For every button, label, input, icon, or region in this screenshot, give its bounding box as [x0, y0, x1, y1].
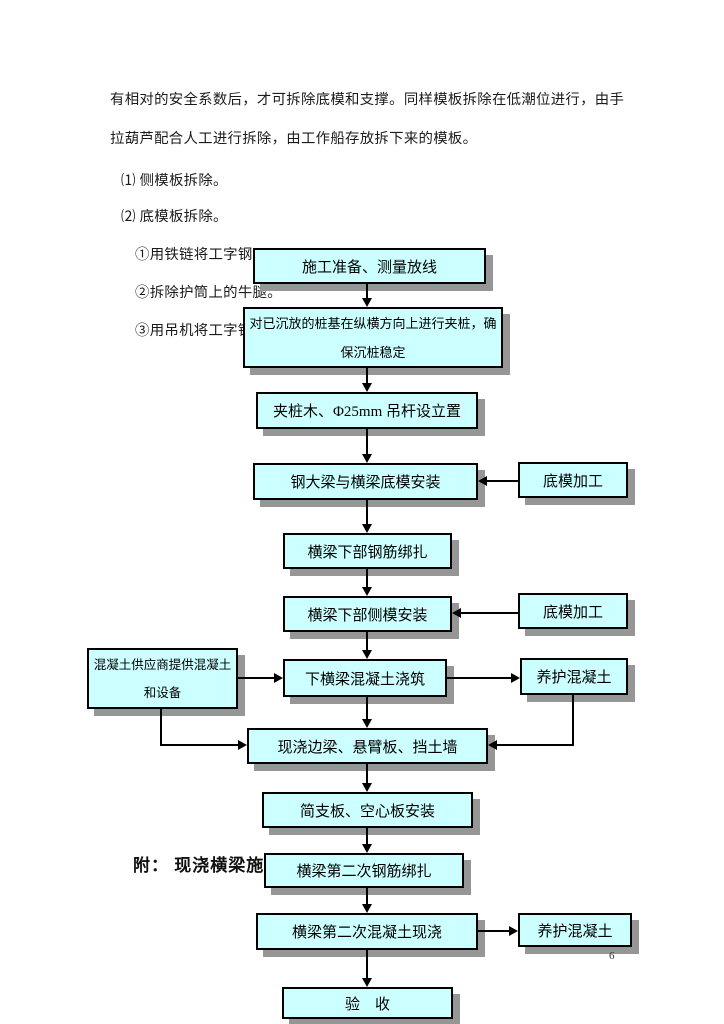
arrow-left-icon — [452, 608, 461, 618]
flow-side-label: 混凝土供应商提供混凝土 和设备 — [93, 657, 232, 700]
connector-line — [366, 950, 368, 978]
flow-step-label: 验 收 — [344, 996, 390, 1013]
connector-line — [366, 569, 368, 587]
flow-step-label: 夹桩木、Φ25mm 吊杆设立置 — [272, 404, 462, 420]
arrow-down-icon — [362, 844, 372, 853]
flow-step-label: 现浇边梁、悬臂板、挡土墙 — [277, 739, 458, 756]
note-item-3: ③用吊机将工字钢 — [135, 323, 253, 339]
list-item-1: ⑴ 侧模板拆除。 — [121, 173, 228, 189]
flow-side-concrete-supplier: 混凝土供应商提供混凝土 和设备 — [87, 648, 238, 709]
arrow-down-icon — [362, 454, 372, 463]
connector-line — [497, 744, 573, 746]
arrow-right-icon — [511, 673, 520, 683]
arrow-down-icon — [362, 978, 372, 987]
connector-line — [478, 930, 509, 932]
connector-line — [366, 828, 368, 844]
connector-line — [366, 632, 368, 650]
paragraph-line-1: 有相对的安全系数后，才可拆除底模和支撑。同样模板拆除在低潮位进行，由手 — [110, 92, 625, 108]
connector-line — [447, 677, 511, 679]
connector-line — [160, 744, 238, 746]
arrow-down-icon — [362, 524, 372, 533]
connector-line — [366, 888, 368, 904]
flow-step-pile-clamping: 对已沉放的桩基在纵横方向上进行夹桩，确 保沉桩稳定 — [243, 307, 503, 368]
arrow-down-icon — [362, 650, 372, 659]
arrow-right-icon — [274, 673, 283, 683]
flow-step-label: 横梁第二次混凝土现浇 — [291, 925, 442, 941]
connector-line — [366, 764, 368, 783]
arrow-down-icon — [362, 383, 372, 392]
flow-step-label: 简支板、空心板安装 — [299, 803, 435, 820]
flow-side-curing-2: 养护混凝土 — [518, 913, 632, 947]
flow-step-label: 横梁下部侧模安装 — [307, 607, 428, 624]
flow-side-form-fabrication-2: 底模加工 — [518, 593, 628, 629]
arrow-right-icon — [509, 926, 518, 936]
connector-line — [366, 284, 368, 298]
paragraph-line-2: 拉葫芦配合人工进行拆除，由工作船存放拆下来的模板。 — [110, 131, 478, 147]
flow-side-label: 底模加工 — [542, 604, 603, 621]
connector-line — [366, 697, 368, 719]
flow-step-label: 下横梁混凝土浇筑 — [304, 671, 425, 688]
flow-step-hanger-setup: 夹桩木、Φ25mm 吊杆设立置 — [256, 392, 478, 429]
arrow-down-icon — [362, 587, 372, 596]
flow-step-label: 对已沉放的桩基在纵横方向上进行夹桩，确 保沉桩稳定 — [249, 315, 497, 360]
connector-line — [487, 480, 518, 482]
flow-step-label: 横梁第二次钢筋绑扎 — [296, 864, 432, 880]
connector-line — [366, 429, 368, 454]
flow-step-second-pour: 横梁第二次混凝土现浇 — [256, 913, 478, 950]
flow-step-label: 钢大梁与横梁底模安装 — [290, 475, 441, 491]
flow-step-cast-edge-beam: 现浇边梁、悬臂板、挡土墙 — [247, 728, 488, 764]
list-item-2: ⑵ 底模板拆除。 — [121, 209, 228, 225]
connector-line — [572, 695, 574, 746]
attachment-heading: 附： 现浇横梁施 — [133, 856, 265, 875]
flow-side-label: 养护混凝土 — [537, 923, 613, 940]
arrow-left-icon — [488, 740, 497, 750]
connector-line — [366, 500, 368, 524]
flow-side-curing-1: 养护混凝土 — [520, 658, 628, 695]
connector-line — [238, 677, 274, 679]
arrow-down-icon — [362, 298, 372, 307]
flow-step-second-rebar: 横梁第二次钢筋绑扎 — [264, 853, 464, 888]
arrow-left-icon — [478, 476, 487, 486]
flow-step-label: 横梁下部钢筋绑扎 — [307, 544, 428, 561]
arrow-down-icon — [362, 904, 372, 913]
note-item-1: ①用铁链将工字钢 — [135, 247, 253, 263]
flow-side-label: 养护混凝土 — [536, 670, 612, 686]
flow-step-preparation: 施工准备、测量放线 — [253, 248, 486, 284]
note-item-2: ②拆除护筒上的牛腿。 — [135, 285, 282, 301]
arrow-down-icon — [362, 783, 372, 792]
connector-line — [366, 368, 368, 383]
flow-step-concrete-pour: 下横梁混凝土浇筑 — [283, 659, 447, 697]
flow-step-bottom-form-install: 钢大梁与横梁底模安装 — [253, 463, 478, 500]
connector-line — [461, 612, 518, 614]
flow-step-slab-install: 简支板、空心板安装 — [262, 792, 473, 828]
flow-side-label: 底模加工 — [542, 473, 603, 490]
flow-step-side-form-install: 横梁下部侧模安装 — [283, 596, 452, 632]
page-number: 6 — [609, 950, 615, 962]
flow-side-form-fabrication-1: 底模加工 — [518, 462, 628, 498]
arrow-right-icon — [238, 740, 247, 750]
connector-line — [160, 707, 162, 746]
flow-step-lower-rebar: 横梁下部钢筋绑扎 — [283, 533, 452, 569]
arrow-down-icon — [362, 719, 372, 728]
flow-step-acceptance: 验 收 — [282, 987, 453, 1019]
flow-step-label: 施工准备、测量放线 — [301, 259, 437, 276]
